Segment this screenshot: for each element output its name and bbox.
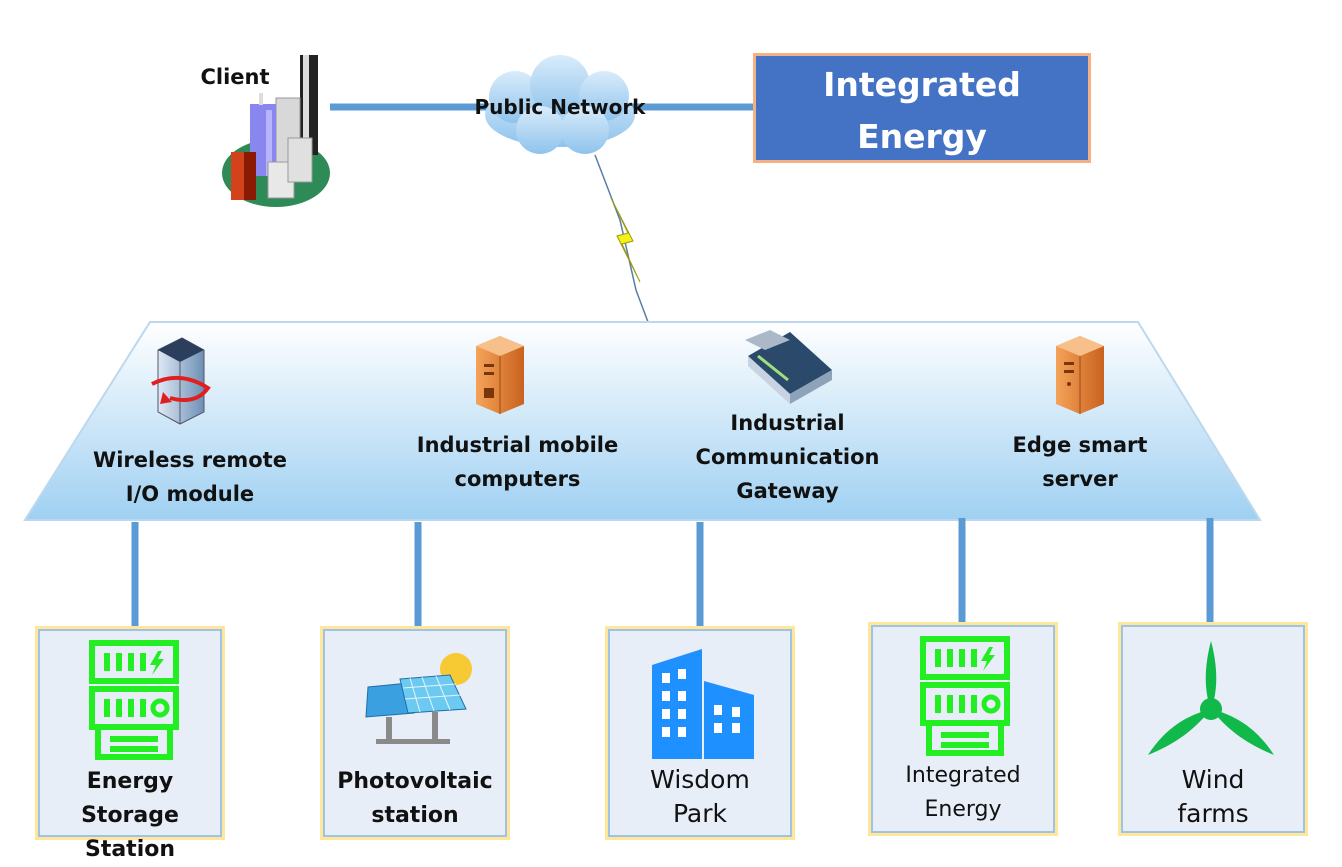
public-network-label: Public Network	[474, 95, 646, 119]
cloud-to-edge-link	[594, 154, 649, 323]
tower-computer-icon	[476, 336, 524, 414]
lightning-bolt-icon	[610, 197, 641, 283]
public-network-cloud-icon	[485, 55, 635, 154]
solar-panel-icon	[365, 653, 472, 744]
platform-title-line1: Integrated Energy	[823, 65, 1021, 156]
edge-server-icon	[1056, 336, 1104, 414]
site-links	[131, 518, 1214, 628]
platform-title-line2: Cloud Platform	[782, 169, 1062, 208]
integrated-energy-cloud-platform[interactable]: Integrated Energy Cloud Platform	[753, 53, 1091, 208]
edge-layer-panel	[23, 321, 1262, 521]
server-refresh-icon	[151, 337, 211, 425]
energy-storage-rack-icon	[89, 640, 179, 760]
client-city-icon	[222, 55, 330, 207]
gateway-router-icon	[745, 330, 832, 404]
client-label: Client	[200, 65, 270, 89]
buildings-icon	[652, 649, 754, 759]
energy-storage-rack-icon	[920, 636, 1010, 756]
wind-turbine-icon	[1148, 641, 1274, 755]
